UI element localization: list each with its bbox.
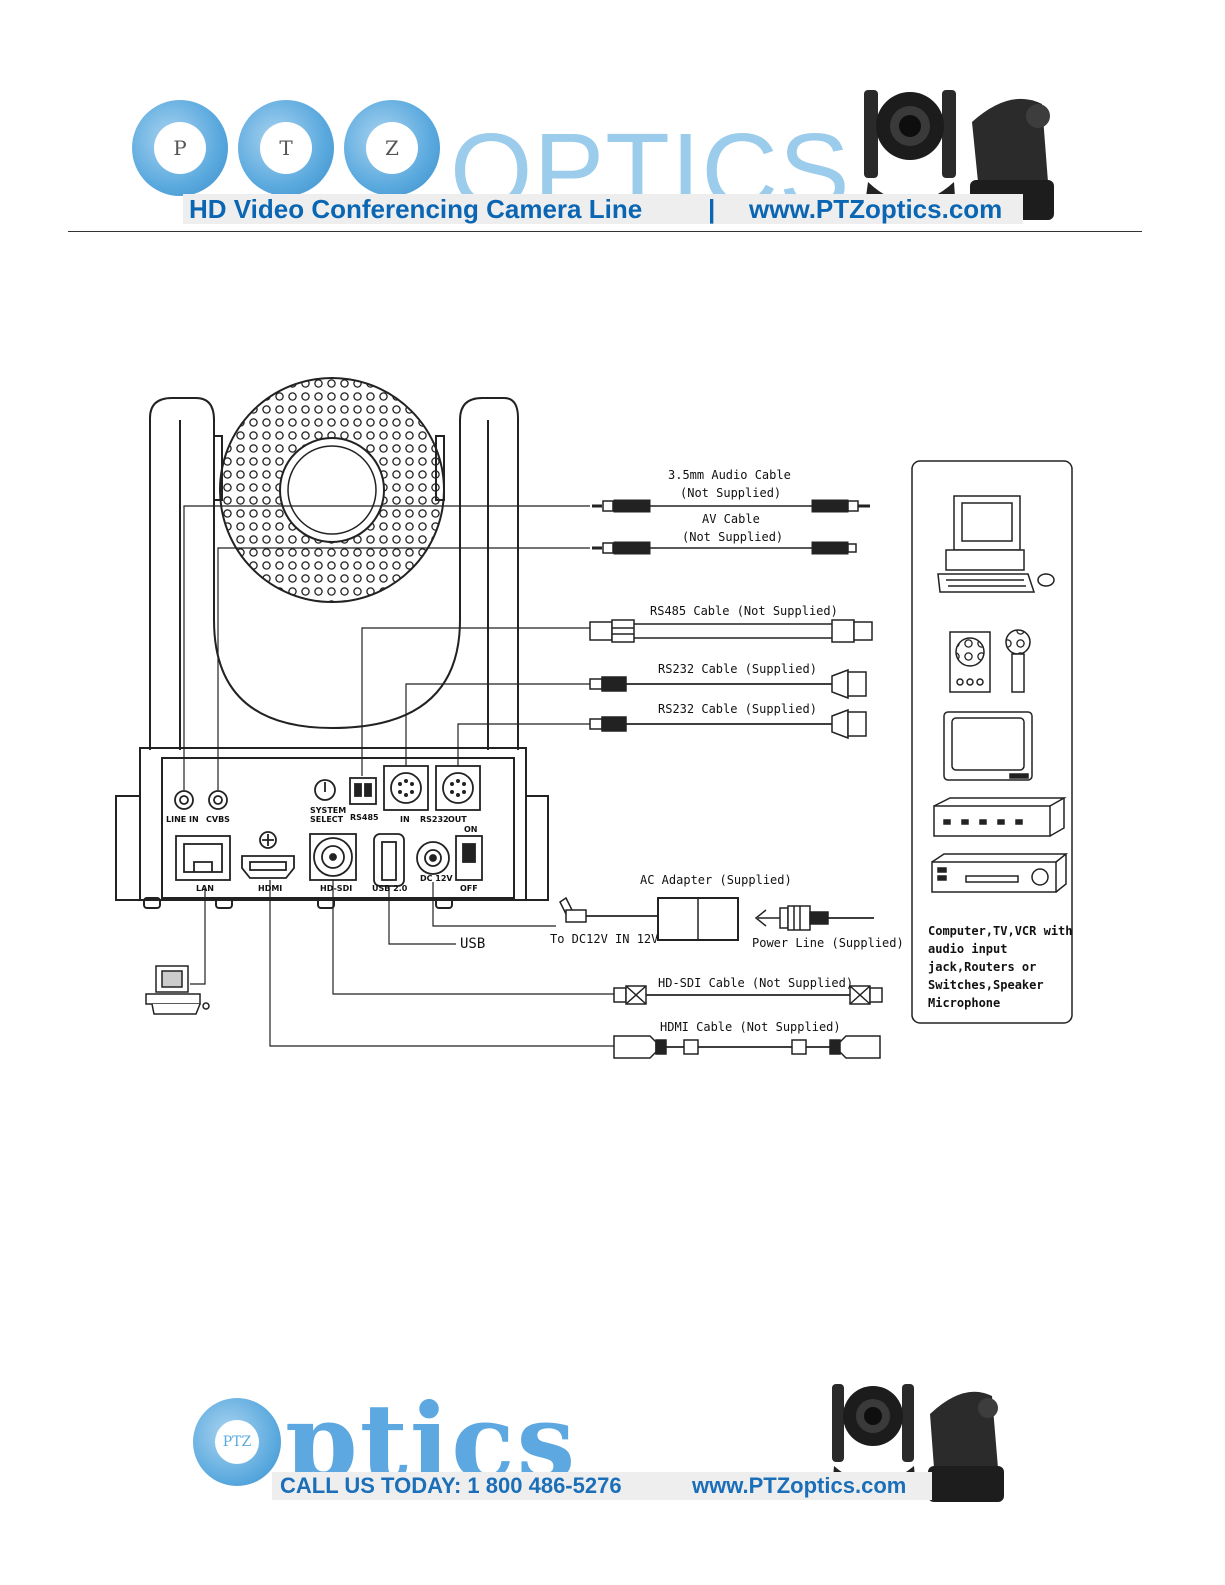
port-label-hdmi: HDMI <box>258 884 283 893</box>
cable-illustrations <box>559 499 883 1059</box>
camera-base <box>115 747 549 909</box>
port-label-out: OUT <box>448 815 467 824</box>
audio-cable-image <box>592 499 870 513</box>
port-label-hdsdi: HD-SDI <box>320 884 353 893</box>
camera-body <box>149 397 519 750</box>
footer-bar: CALL US TODAY: 1 800 486-5276 www.PTZopt… <box>272 1472 932 1500</box>
footer-logo-circle: PTZ <box>193 1398 281 1486</box>
header-tagline-bar: HD Video Conferencing Camera Line | www.… <box>183 194 1023 224</box>
port-label-line-in: LINE IN <box>166 815 199 824</box>
port-label-rs485: RS485 <box>350 813 379 822</box>
hdsdi-cable-label: HD-SDI Cable (Not Supplied) <box>658 976 854 990</box>
port-label-cvbs: CVBS <box>206 815 230 824</box>
port-label-usb: USB 2.0 <box>372 884 408 893</box>
hdsdi-cable-image <box>613 985 883 1005</box>
ac-adapter-label: AC Adapter (Supplied) <box>640 873 792 887</box>
rs485-cable-label: RS485 Cable (Not Supplied) <box>650 604 838 618</box>
rs232-cable-in-image <box>589 668 867 700</box>
microphone-icon <box>1005 629 1031 693</box>
port-label-in: IN <box>400 815 410 824</box>
port-label-dc12v: DC 12V <box>420 874 453 883</box>
lan-computer-image <box>145 965 210 1015</box>
port-label-select: SELECT <box>310 815 344 824</box>
connection-lines <box>183 505 614 1047</box>
footer-website-link[interactable]: www.PTZoptics.com <box>692 1473 907 1498</box>
port-panel-top <box>174 765 481 811</box>
to-dc-label: To DC12V IN 12V <box>550 932 659 946</box>
devices-panel <box>911 460 1073 1024</box>
power-line-label: Power Line (Supplied) <box>752 936 904 950</box>
av-cable-image <box>592 541 857 555</box>
rs232-out-cable-label: RS232 Cable (Supplied) <box>658 702 817 716</box>
logo-circle-t: T <box>238 100 334 196</box>
port-label-off: OFF <box>460 884 478 893</box>
rs232-cable-out-image <box>589 708 867 740</box>
tv-icon <box>943 711 1033 781</box>
port-label-rs232: RS232 <box>420 815 449 824</box>
header-tagline: HD Video Conferencing Camera Line <box>189 194 643 224</box>
speaker-icon <box>949 631 991 693</box>
computer-icon <box>937 495 1055 593</box>
hdmi-cable-label: HDMI Cable (Not Supplied) <box>660 1020 841 1034</box>
port-label-on: ON <box>464 825 478 834</box>
port-label-lan: LAN <box>196 884 214 893</box>
port-label-system: SYSTEM <box>310 806 347 815</box>
logo-circle-z: Z <box>344 100 440 196</box>
devices-note: Computer,TV,VCR with audio input jack,Ro… <box>928 924 1073 1010</box>
header-website-link[interactable]: www.PTZoptics.com <box>749 194 1003 224</box>
av-cable-note: (Not Supplied) <box>682 530 784 544</box>
footer-phone: CALL US TODAY: 1 800 486-5276 <box>280 1473 622 1498</box>
logo-circle-p: P <box>132 100 228 196</box>
ac-adapter-image <box>559 896 874 941</box>
usb-label: USB <box>460 936 486 952</box>
rs232-in-cable-label: RS232 Cable (Supplied) <box>658 662 817 676</box>
audio-cable-note: (Not Supplied) <box>680 486 782 500</box>
camera-head <box>219 377 445 603</box>
router-icon <box>933 797 1067 837</box>
footer-camera-image <box>832 1384 1004 1502</box>
port-panel-bottom <box>175 831 483 887</box>
hdmi-cable-image <box>613 1035 881 1059</box>
rs485-cable-image <box>589 619 873 643</box>
audio-cable-title: 3.5mm Audio Cable <box>668 468 791 482</box>
header-divider <box>68 231 1142 232</box>
header-separator: | <box>708 194 716 224</box>
vcr-icon <box>931 853 1069 893</box>
av-cable-title: AV Cable <box>702 512 760 526</box>
